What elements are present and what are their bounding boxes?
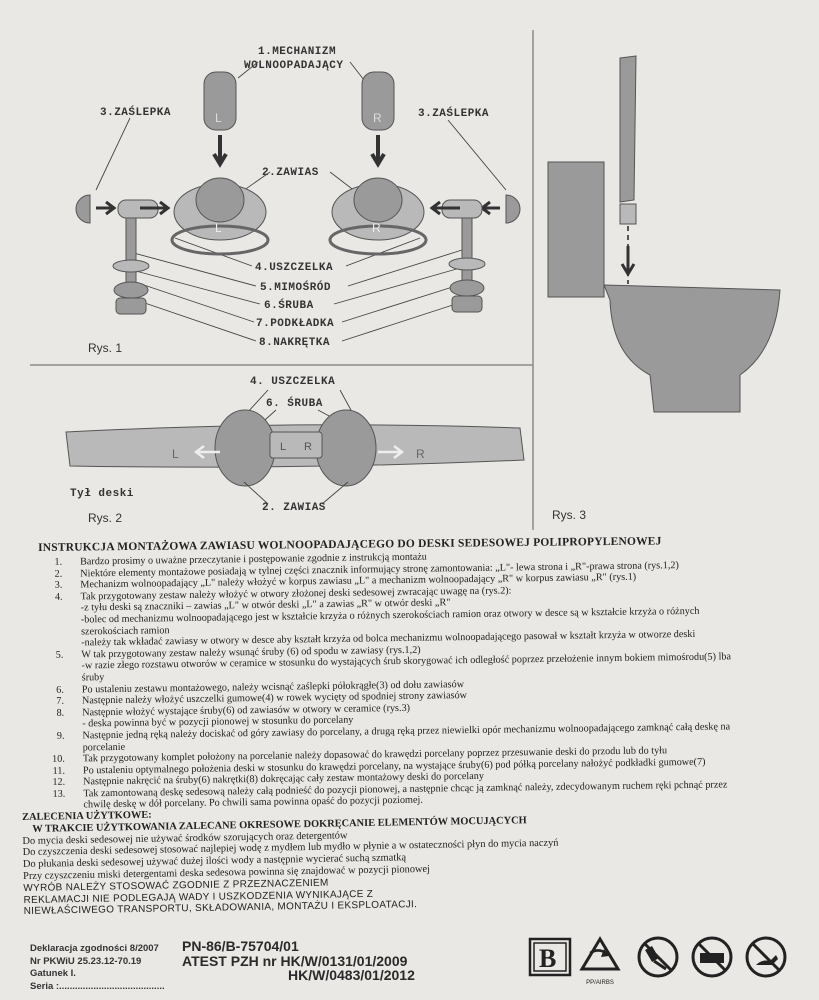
svg-text:L: L (215, 111, 222, 125)
step-number: 8. (56, 707, 65, 719)
mechanism-left (203, 71, 237, 131)
no-chemical-icon (690, 935, 734, 979)
norm-number: PN-86/B-75704/01 (182, 938, 299, 954)
step-number: 5. (55, 649, 64, 661)
label-sruba: 6.ŚRUBA (264, 298, 314, 312)
assembly-diagrams: 1.MECHANIZM WOLNOOPADAJĄCY 3.ZAŚLEPKA 3.… (30, 30, 781, 530)
label-mechanizm-2: WOLNOOPADAJĄCY (244, 60, 343, 72)
label-tyl-deski: Tył deski (70, 488, 134, 500)
label-podkladka: 7.PODKŁADKA (256, 318, 334, 330)
svg-text:L: L (280, 441, 286, 453)
no-step-icon (744, 935, 788, 979)
atest-number-2: HK/W/0483/01/2012 (288, 967, 415, 983)
label-rys-3: Rys. 3 (552, 508, 586, 522)
bolt-assembly-right (429, 199, 486, 313)
no-brush-icon (636, 935, 680, 979)
svg-text:R: R (372, 221, 381, 235)
svg-text:R: R (373, 111, 382, 125)
cap-right (505, 194, 521, 224)
step-number: 9. (56, 730, 65, 742)
recycle-caption: PP/AIRBS (586, 980, 614, 986)
usage-recommendations: ZALECENIA UŻYTKOWE: W TRAKCIE UŻYTKOWANI… (22, 800, 724, 918)
manufacturer-logo-icon: B (528, 935, 572, 979)
bolt-assembly-left (112, 199, 171, 315)
label-mechanizm-1: 1.MECHANIZM (258, 46, 336, 58)
svg-text:B: B (539, 944, 556, 973)
step-number: 7. (56, 695, 65, 707)
step-number: 1. (54, 556, 63, 568)
svg-text:L: L (172, 447, 179, 461)
mechanism-right (361, 71, 395, 131)
figure-1: 1.MECHANIZM WOLNOOPADAJĄCY 3.ZAŚLEPKA 3.… (75, 46, 521, 355)
atest-prefix: ATEST PZH nr (182, 952, 277, 969)
label-zaslepka-right: 3.ZAŚLEPKA (418, 106, 489, 120)
label-sruba-2: 6. ŚRUBA (266, 396, 323, 410)
declaration-line: Deklaracja zgodności 8/2007 (30, 943, 159, 954)
recycle-symbol-icon: PP/AIRBS (578, 935, 622, 986)
step-number: 10. (52, 753, 65, 765)
label-nakretka: 8.NAKRĘTKA (259, 337, 330, 349)
declaration-line: Nr PKWiU 25.23.12-70.19 (30, 955, 142, 967)
cistern (547, 161, 605, 298)
hinge-2-left (214, 409, 276, 487)
label-mimosrod: 5.MIMOŚRÓD (260, 280, 331, 294)
step-number: 13. (52, 788, 66, 800)
toilet-seat-vertical (619, 55, 637, 203)
svg-text:R: R (416, 447, 425, 461)
toilet-bowl (603, 284, 781, 413)
instruction-steps: 1.Bardzo prosimy o uważne przeczytanie i… (40, 547, 733, 812)
figure-2: 4. USZCZELKA 6. ŚRUBA L R L R Tył deski … (65, 376, 525, 525)
declaration-line: Gatunek I. (30, 968, 76, 979)
step-number: 3. (54, 579, 63, 591)
certificate-block: PN-86/B-75704/01 ATEST PZH nr HK/W/0131/… (182, 939, 415, 983)
label-zaslepka-left: 3.ZAŚLEPKA (100, 105, 171, 119)
svg-text:R: R (304, 441, 312, 453)
step-number: 4. (54, 591, 63, 603)
atest-number-1: HK/W/0131/01/2009 (280, 952, 408, 969)
label-uszczelka-2: 4. USZCZELKA (250, 376, 335, 388)
declaration-line: Seria :.................................… (30, 980, 165, 992)
hinge-2-right (315, 409, 377, 487)
step-number: 11. (52, 765, 66, 777)
cap-left (75, 194, 91, 224)
step-number: 2. (54, 568, 63, 580)
svg-text:L: L (215, 221, 222, 235)
declaration-block: Deklaracja zgodności 8/2007 Nr PKWiU 25.… (30, 943, 165, 993)
label-zawias-2: 2. ZAWIAS (262, 502, 326, 514)
label-zawias: 2.ZAWIAS (262, 167, 319, 179)
figure-3: Rys. 3 (547, 55, 781, 522)
footer: Deklaracja zgodności 8/2007 Nr PKWiU 25.… (22, 935, 802, 997)
label-rys-2: Rys. 2 (88, 511, 122, 525)
label-uszczelka: 4.USZCZELKA (255, 262, 333, 274)
step-number: 12. (52, 776, 66, 789)
label-rys-1: Rys. 1 (88, 341, 122, 355)
step-number: 6. (56, 684, 64, 696)
